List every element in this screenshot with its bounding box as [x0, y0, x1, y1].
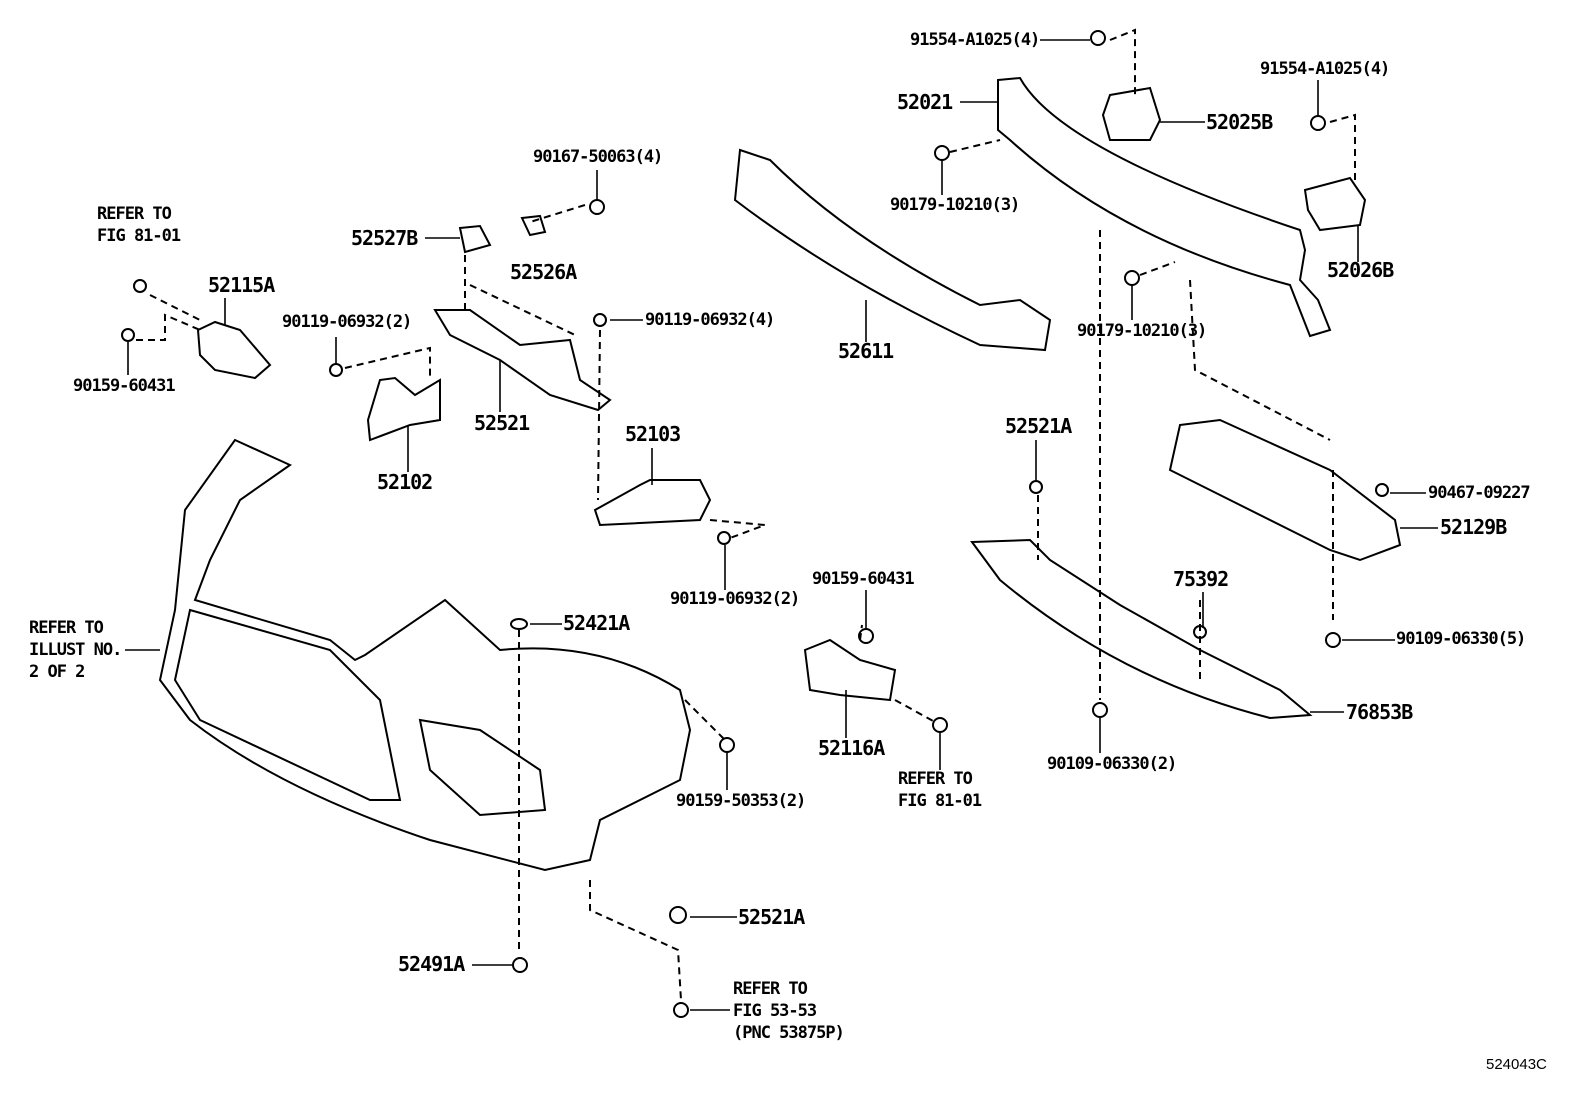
label-52521a-lower: 52521A — [738, 905, 805, 929]
label-52526a: 52526A — [510, 260, 577, 284]
refer-line: FIG 81-01 — [97, 226, 181, 246]
label-90179-10210-left: 90179-10210(3) — [890, 195, 1020, 215]
label-52421a: 52421A — [563, 611, 630, 635]
label-90119-06932-2-left: 90119-06932(2) — [282, 312, 412, 332]
label-90467-09227: 90467-09227 — [1428, 483, 1531, 503]
refer-fig-81-01-bottom: REFER TO FIG 81-01 — [898, 768, 982, 812]
label-90167-50063: 90167-50063(4) — [533, 147, 663, 167]
clip-52526A — [520, 214, 547, 237]
refer-illust-2-of-2: REFER TO ILLUST NO. 2 OF 2 — [29, 617, 122, 683]
leader-lines — [125, 39, 1438, 1011]
label-91554-a1025-right: 91554-A1025(4) — [1260, 59, 1390, 79]
label-76853b: 76853B — [1346, 700, 1413, 724]
label-52102: 52102 — [377, 470, 433, 494]
refer-fig-53-53: REFER TO FIG 53-53 (PNC 53875P) — [733, 978, 845, 1044]
label-90159-60431-left: 90159-60431 — [73, 376, 176, 396]
label-52103: 52103 — [625, 422, 681, 446]
label-52527b: 52527B — [351, 226, 418, 250]
diagram-code: 524043C — [1486, 1056, 1547, 1073]
refer-line: ILLUST NO. — [29, 640, 122, 660]
refer-line: REFER TO — [29, 618, 104, 638]
extension-52025B — [1101, 86, 1162, 141]
label-52115a: 52115A — [208, 273, 275, 297]
label-52025b: 52025B — [1206, 110, 1273, 134]
label-90179-10210-mid: 90179-10210(3) — [1077, 321, 1207, 341]
grille-opening — [173, 608, 402, 801]
label-52021: 52021 — [897, 90, 953, 114]
refer-line: FIG 81-01 — [898, 791, 982, 811]
label-52026b: 52026B — [1327, 258, 1394, 282]
support-52521 — [433, 309, 612, 412]
bracket-52103 — [593, 479, 712, 527]
label-52521a-upper: 52521A — [1005, 414, 1072, 438]
fasteners — [121, 30, 1389, 1018]
assembly-lines — [136, 28, 1356, 1001]
bracket-52115A — [196, 320, 272, 380]
label-75392: 75392 — [1173, 567, 1229, 591]
label-52129b: 52129B — [1440, 515, 1507, 539]
refer-line: REFER TO — [97, 204, 172, 224]
label-90119-06932-4: 90119-06932(4) — [645, 310, 775, 330]
bracket-52116A — [803, 638, 897, 702]
refer-line: 2 OF 2 — [29, 662, 85, 682]
refer-line: REFER TO — [733, 979, 808, 999]
label-52611: 52611 — [838, 339, 894, 363]
label-52116a: 52116A — [818, 736, 885, 760]
refer-line: REFER TO — [898, 769, 973, 789]
refer-line: FIG 53-53 — [733, 1001, 817, 1021]
label-90109-06330-2: 90109-06330(2) — [1047, 754, 1177, 774]
lower-spoiler-76853B — [970, 538, 1313, 720]
clip-52527B — [458, 224, 492, 254]
label-52521: 52521 — [474, 411, 530, 435]
label-90119-06932-2-mid: 90119-06932(2) — [670, 589, 800, 609]
bracket-52102 — [366, 376, 441, 442]
under-cover-52129B — [1168, 418, 1402, 562]
label-90159-50353: 90159-50353(2) — [676, 791, 806, 811]
refer-line: (PNC 53875P) — [733, 1023, 845, 1043]
energy-absorber-52611 — [733, 148, 1052, 352]
label-90159-60431-mid: 90159-60431 — [812, 569, 915, 589]
label-90109-06330-5: 90109-06330(5) — [1396, 629, 1526, 649]
extension-52026B — [1303, 176, 1367, 232]
label-52491a: 52491A — [398, 952, 465, 976]
bumper-reinforcement-52021 — [997, 76, 1332, 338]
label-91554-a1025-top: 91554-A1025(4) — [910, 30, 1040, 50]
fog-lamp-opening — [418, 718, 547, 817]
refer-fig-81-01-top: REFER TO FIG 81-01 — [97, 203, 181, 247]
